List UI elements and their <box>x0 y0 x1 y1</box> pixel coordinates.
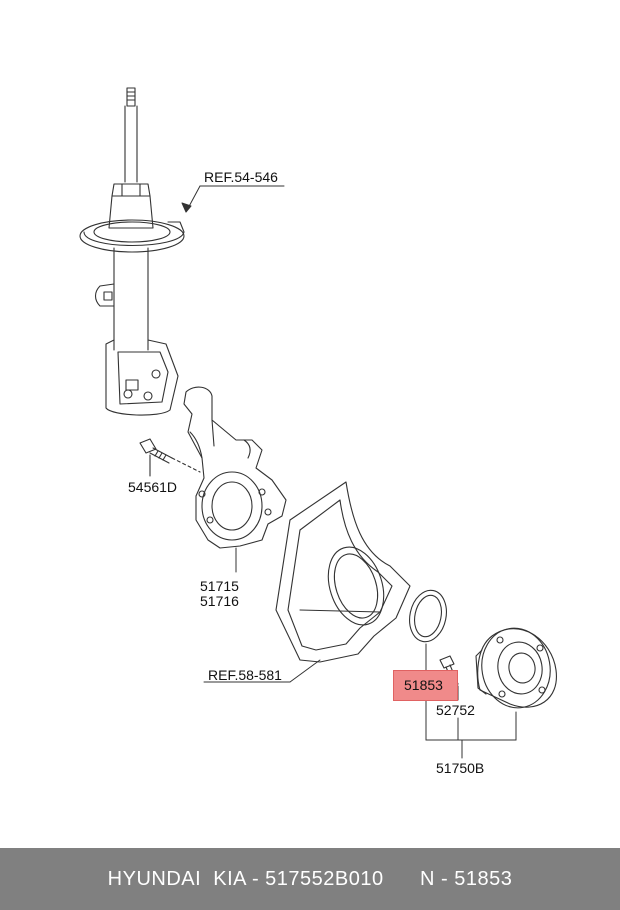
footer-bar: HYUNDAI KIA - 517552B010 N - 51853 <box>0 848 620 910</box>
strut-assembly <box>79 87 185 416</box>
label-51853: 51853 <box>404 677 443 693</box>
snap-ring <box>409 589 447 643</box>
label-52752: 52752 <box>436 702 475 718</box>
footer-oem-number: N - 51853 <box>419 867 513 890</box>
label-51750B: 51750B <box>436 760 485 776</box>
label-54561D: 54561D <box>128 479 178 495</box>
dust-cover <box>275 481 411 663</box>
parts-diagram: REF.54-546 54561D 51715 51716 REF.58-581… <box>79 87 557 776</box>
footer-part-number: HYUNDAI KIA - 517552B010 <box>107 867 384 890</box>
hub-assembly <box>475 627 557 709</box>
leader-lines <box>181 185 517 759</box>
label-51716: 51716 <box>200 593 239 609</box>
label-51715: 51715 <box>200 578 239 594</box>
highlight-box <box>393 670 458 701</box>
bolt-54561D <box>139 438 201 477</box>
label-ref-54-546: REF.54-546 <box>204 169 278 185</box>
diagram-drawing <box>79 87 557 759</box>
footer-spacer <box>384 868 420 891</box>
label-ref-58-581: REF.58-581 <box>208 667 282 683</box>
steering-knuckle <box>183 386 287 549</box>
